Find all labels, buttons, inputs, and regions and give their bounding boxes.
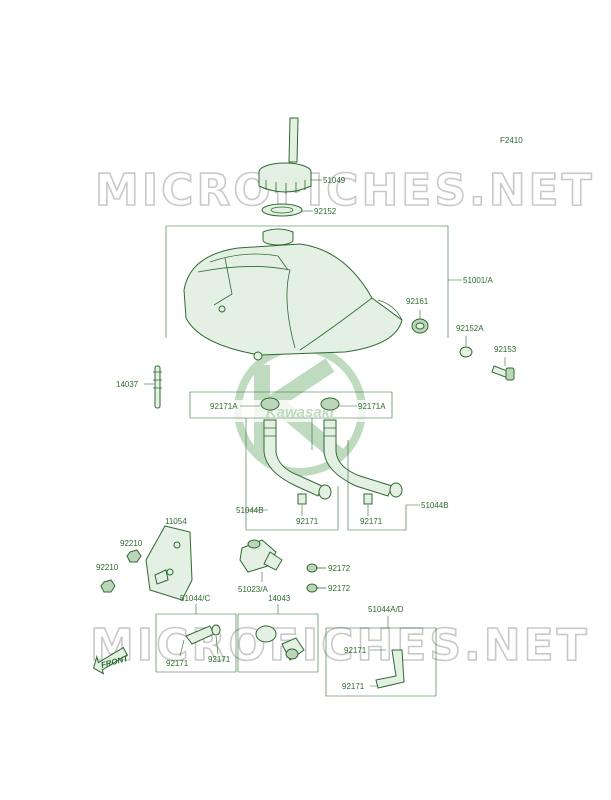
label-92171-d1: 92171	[344, 646, 367, 655]
label-92152: 92152	[314, 207, 337, 216]
nut-a-part	[126, 549, 142, 563]
label-14037: 14037	[116, 380, 139, 389]
label-92210-b: 92210	[96, 563, 119, 572]
fuel-cap-part	[258, 117, 312, 194]
label-92210-a: 92210	[120, 539, 143, 548]
label-92171-right: 92171	[360, 517, 383, 526]
label-92161: 92161	[406, 297, 429, 306]
label-92171A-left: 92171A	[210, 402, 238, 411]
screw-b-part	[306, 583, 326, 593]
kawasaki-logo: Kawasaki	[230, 344, 370, 476]
watermark-top: MICROFICHES.NET	[95, 165, 595, 216]
hose-d-part	[375, 649, 405, 689]
nut-b-part	[100, 579, 116, 593]
hose-c-part	[185, 624, 221, 645]
label-11054: 11054	[165, 517, 187, 526]
fuel-hose-right-part	[320, 397, 403, 505]
label-51001A: 51001/A	[463, 276, 493, 285]
label-51044B-right: 51044B	[421, 501, 449, 510]
label-92172-b: 92172	[328, 584, 351, 593]
kawasaki-logo-text: Kawasaki	[266, 404, 335, 421]
label-51044AD: 51044A/D	[368, 605, 404, 614]
label-51044B-left: 51044B	[236, 506, 264, 515]
label-51044C: 51044/C	[180, 594, 210, 603]
stud-part	[153, 365, 162, 409]
bracket-plate-part	[145, 525, 193, 601]
bolt-part	[491, 365, 515, 381]
grommet-part	[411, 318, 429, 334]
label-92171-c2: 92171	[208, 655, 231, 664]
fuel-hose-left-part	[260, 397, 332, 505]
fuel-valve-part	[239, 539, 283, 573]
label-51049: 51049	[323, 176, 346, 185]
gasket-part	[261, 203, 303, 217]
label-92171-d2: 92171	[342, 682, 365, 691]
figure-code: F2410	[500, 136, 523, 145]
label-51023A: 51023/A	[238, 585, 268, 594]
label-92172-a: 92172	[328, 564, 351, 573]
label-14043: 14043	[268, 594, 291, 603]
watermark-bottom: MICROFICHES.NET	[90, 620, 590, 671]
fuel-filter-part	[255, 625, 305, 661]
collar-part	[459, 346, 473, 358]
label-92152A: 92152A	[456, 324, 484, 333]
label-92171-c1: 92171	[166, 659, 189, 668]
fuel-tank-part	[183, 228, 403, 361]
label-92153: 92153	[494, 345, 517, 354]
label-92171A-right: 92171A	[358, 402, 386, 411]
screw-a-part	[306, 563, 326, 573]
label-92171-left: 92171	[296, 517, 319, 526]
